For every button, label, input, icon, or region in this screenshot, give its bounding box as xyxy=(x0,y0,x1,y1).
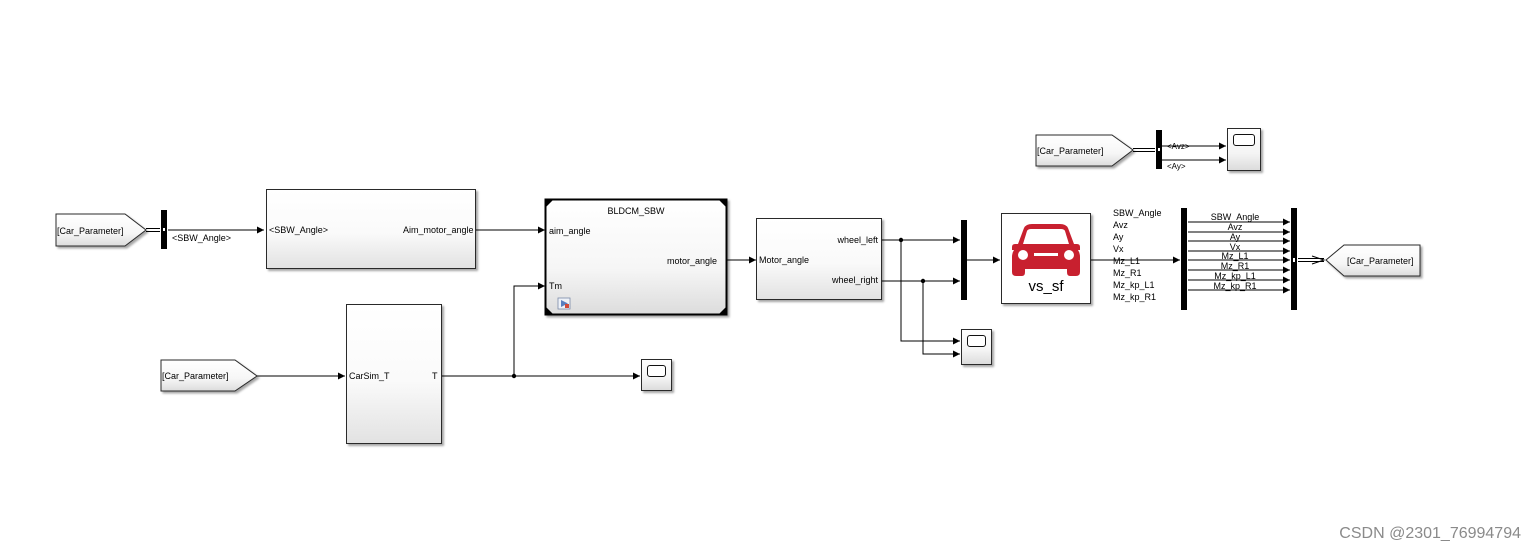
bus-creator-signal: SBW_Angle xyxy=(1210,212,1260,222)
bus-creator-signal: Mz_L1 xyxy=(1221,251,1249,261)
vs-sf-label: vs_sf xyxy=(1028,278,1064,295)
vs-sf-output: Mz_R1 xyxy=(1113,268,1142,278)
bus-creator-signal: Avz xyxy=(1227,222,1243,232)
goto-tag-label[interactable]: [Car_Parameter] xyxy=(1347,256,1414,266)
vs-sf-output: Ay xyxy=(1113,232,1124,242)
scope-screen-icon xyxy=(1233,134,1255,146)
vs-sf-output: Mz_kp_R1 xyxy=(1113,292,1157,302)
bus-selector-2-signal-avz: <Avz> xyxy=(1167,142,1190,151)
scope-wheels[interactable] xyxy=(961,329,992,365)
simscape-icon xyxy=(557,297,571,310)
bus-selector-1-signal: <SBW_Angle> xyxy=(172,233,232,243)
demux-block[interactable] xyxy=(1181,208,1187,310)
aim-subsystem-in-port: <SBW_Angle> xyxy=(269,225,329,235)
motor-block-out-wheel-left: wheel_left xyxy=(837,235,878,245)
bldcm-in-port-tm: Tm xyxy=(549,281,562,291)
bus-creator-signal: Mz_kp_R1 xyxy=(1213,281,1257,291)
vs-sf-output: Mz_L1 xyxy=(1113,256,1141,266)
scope-screen-icon xyxy=(647,365,666,377)
aim-subsystem-out-port: Aim_motor_angle xyxy=(403,225,474,235)
bldcm-corner xyxy=(719,200,726,207)
scope-t[interactable] xyxy=(641,359,672,391)
bus-creator-signal: Vx xyxy=(1229,242,1241,252)
junction-dot xyxy=(920,278,926,284)
junction-dot xyxy=(511,373,517,379)
bldcm-corner xyxy=(546,200,553,207)
carsim-t-out-port: T xyxy=(432,371,438,381)
vs-sf-output: Vx xyxy=(1113,244,1124,254)
scope-screen-icon xyxy=(967,335,986,347)
bus-creator-signal: Mz_R1 xyxy=(1220,261,1250,271)
car-icon xyxy=(1012,224,1080,276)
bldcm-corner xyxy=(546,307,553,314)
junction-dot xyxy=(898,237,904,243)
from-tag-3-shape[interactable] xyxy=(160,359,258,392)
bus-selector-1-port xyxy=(162,227,166,232)
signal-wheel-right-scope xyxy=(922,281,960,358)
bldcm-block-shape xyxy=(544,198,728,316)
bldcm-in-port-aim-angle: aim_angle xyxy=(549,226,591,236)
bldcm-title: BLDCM_SBW xyxy=(607,206,665,216)
bus-creator-port xyxy=(1292,257,1296,263)
motor-block-in-port: Motor_angle xyxy=(759,255,810,265)
watermark: CSDN @2301_76994794 xyxy=(1339,525,1521,542)
carsim-t-subsystem[interactable] xyxy=(346,304,442,444)
vs-sf-output: Avz xyxy=(1113,220,1128,230)
bldcm-out-port: motor_angle xyxy=(667,256,718,266)
from-tag-2-label[interactable]: [Car_Parameter] xyxy=(1037,146,1104,156)
bus-creator-signal: Ay xyxy=(1229,232,1241,242)
bldcm-corner xyxy=(719,307,726,314)
motor-angle-subsystem[interactable] xyxy=(756,218,882,300)
vs-sf-output: Mz_kp_L1 xyxy=(1113,280,1155,290)
motor-block-out-wheel-right: wheel_right xyxy=(831,275,878,285)
from-tag-1-label[interactable]: [Car_Parameter] xyxy=(57,226,124,236)
scope-avz-ay[interactable] xyxy=(1227,128,1261,171)
signal-t-to-tm xyxy=(513,282,545,376)
signal-wheel-left-scope xyxy=(900,240,960,345)
bus-creator-arrows xyxy=(1188,218,1290,294)
carsim-t-in-port: CarSim_T xyxy=(349,371,390,381)
aim-motor-subsystem[interactable] xyxy=(266,189,476,269)
bus-line-2 xyxy=(1133,148,1155,152)
bus-to-goto-arrows xyxy=(1311,255,1326,265)
bus-selector-2-signal-ay: <Ay> xyxy=(1167,162,1186,171)
from-tag-2-shape[interactable] xyxy=(1035,134,1134,167)
mux-block[interactable] xyxy=(961,220,967,300)
from-tag-3-label[interactable]: [Car_Parameter] xyxy=(162,371,229,381)
from-tag-1-shape[interactable] xyxy=(55,213,147,247)
goto-tag-shape[interactable] xyxy=(1325,244,1421,277)
vs-sf-output: SBW_Angle xyxy=(1113,208,1162,218)
bus-selector-2-port xyxy=(1157,147,1161,152)
bus-creator-signal: Mz_kp_L1 xyxy=(1214,271,1256,281)
bus-line-1 xyxy=(146,228,160,232)
